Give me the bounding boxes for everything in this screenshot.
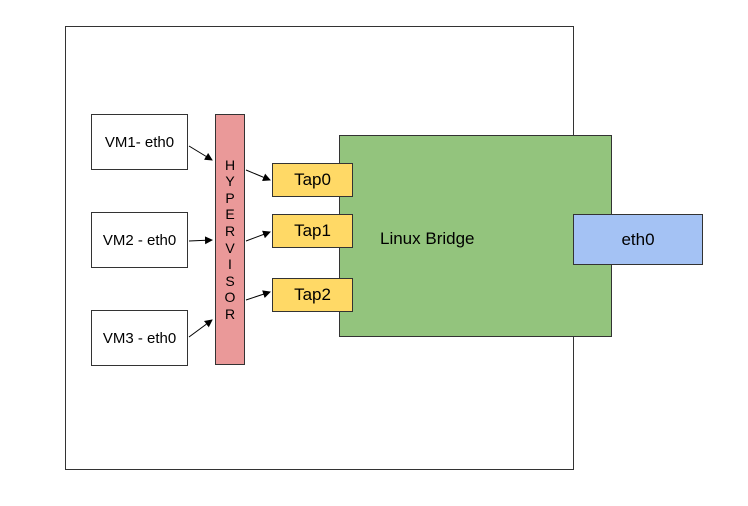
vm2-box: VM2 - eth0 bbox=[91, 212, 188, 268]
tap0-label: Tap0 bbox=[294, 170, 331, 189]
hypervisor-letter: I bbox=[228, 256, 232, 273]
physical-nic-label: eth0 bbox=[621, 229, 655, 249]
tap2-label: Tap2 bbox=[294, 285, 331, 304]
tap0-box: Tap0 bbox=[272, 163, 353, 197]
tap1-box: Tap1 bbox=[272, 214, 353, 248]
vm1-box: VM1- eth0 bbox=[91, 114, 188, 170]
linux-bridge-label: Linux Bridge bbox=[380, 229, 475, 248]
hypervisor-letter: R bbox=[224, 305, 236, 322]
vm2-label: VM2 - eth0 bbox=[102, 231, 177, 249]
physical-nic-eth0-box: eth0 bbox=[573, 214, 703, 265]
hypervisor-letter: P bbox=[225, 189, 235, 206]
hypervisor-letter: Y bbox=[225, 173, 235, 190]
hypervisor-box: H Y P E R V I S O R bbox=[215, 114, 245, 365]
hypervisor-letter: R bbox=[224, 222, 236, 239]
hypervisor-letter: E bbox=[225, 206, 235, 223]
hypervisor-letter: O bbox=[224, 289, 236, 306]
vm3-label: VM3 - eth0 bbox=[102, 329, 177, 347]
vm3-box: VM3 - eth0 bbox=[91, 310, 188, 366]
hypervisor-letter: S bbox=[225, 272, 235, 289]
tap1-label: Tap1 bbox=[294, 221, 331, 240]
tap2-box: Tap2 bbox=[272, 278, 353, 312]
hypervisor-letter: V bbox=[225, 239, 235, 256]
linux-bridge-box: Linux Bridge bbox=[339, 135, 612, 337]
hypervisor-letter: H bbox=[224, 156, 236, 173]
vm1-label: VM1- eth0 bbox=[104, 133, 175, 151]
